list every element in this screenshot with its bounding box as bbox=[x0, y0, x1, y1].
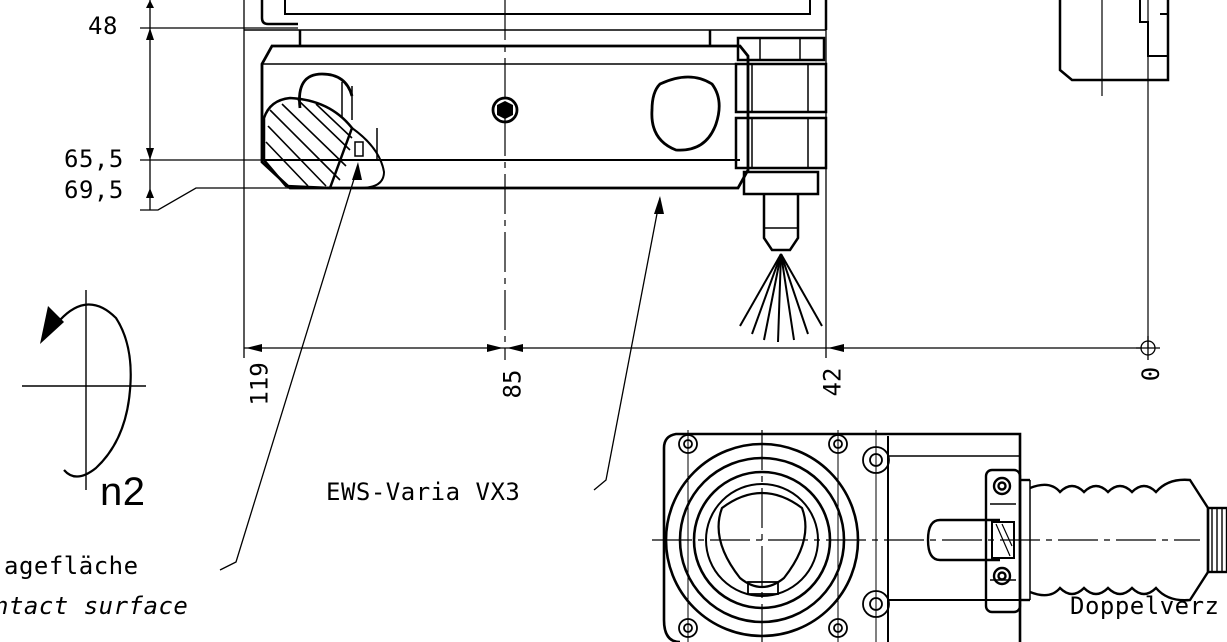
dimension-48: 48 bbox=[88, 12, 118, 40]
dimension-85: 85 bbox=[498, 369, 527, 399]
dimension-119: 119 bbox=[245, 362, 274, 406]
nozzle-assembly-bottom bbox=[926, 468, 1227, 614]
contact-surface-label-de: agefläche bbox=[4, 552, 139, 580]
leader-lines bbox=[219, 162, 664, 571]
dimension-69-5: 69,5 bbox=[64, 176, 124, 204]
spray-pattern bbox=[739, 253, 823, 343]
part-label: EWS-Varia VX3 bbox=[326, 478, 521, 506]
bottom-dimensions bbox=[243, 0, 1160, 360]
left-dimensions bbox=[140, 0, 298, 211]
dimension-42: 42 bbox=[818, 367, 847, 397]
dimension-0: 0 bbox=[1137, 366, 1166, 382]
rotation-symbol bbox=[22, 290, 146, 490]
nozzle-fitting bbox=[734, 36, 828, 252]
top-right-piece bbox=[1058, 0, 1170, 348]
housing-top bbox=[244, 0, 828, 46]
contact-surface-label-en: ntact surface bbox=[0, 592, 189, 620]
rotation-label: n2 bbox=[100, 470, 146, 514]
dimension-65-5: 65,5 bbox=[64, 145, 124, 173]
nozzle-label-de: Doppelverz bbox=[1070, 592, 1220, 620]
bottom-view bbox=[652, 430, 1200, 642]
contact-surface-section bbox=[262, 96, 386, 190]
